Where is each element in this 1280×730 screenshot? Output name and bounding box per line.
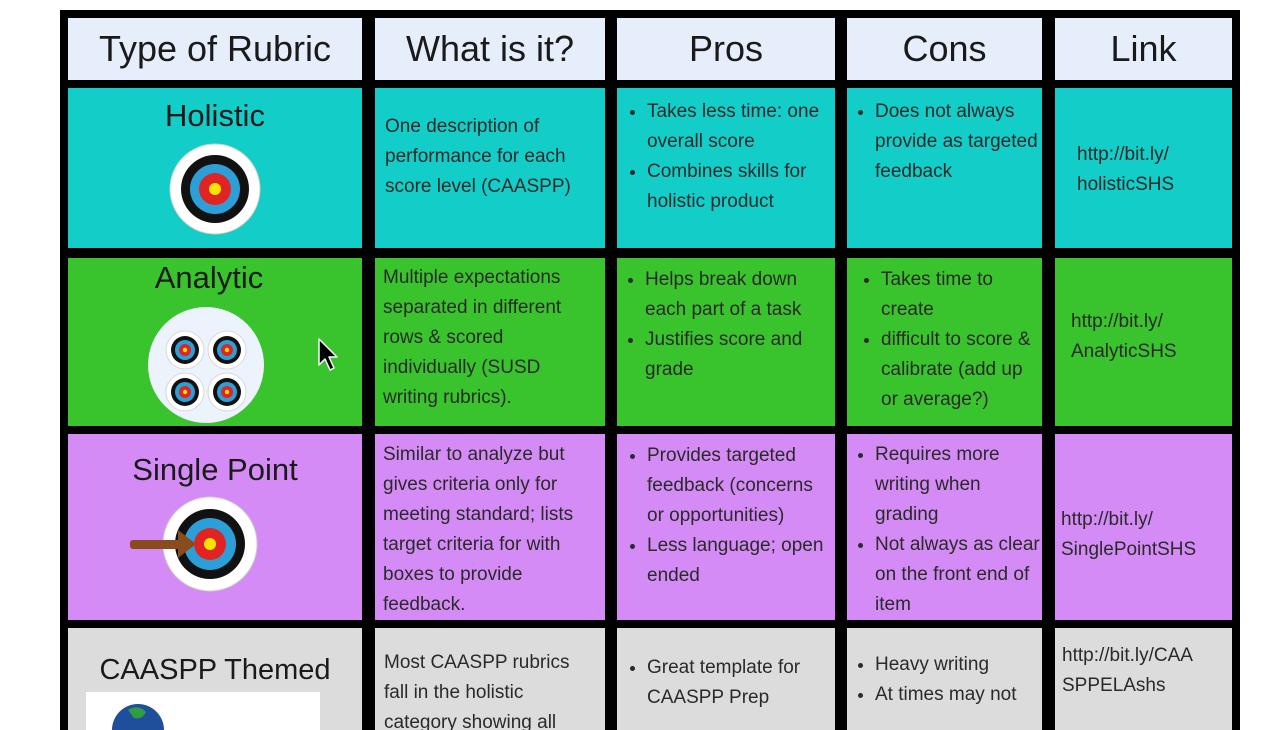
- link-line[interactable]: http://bit.ly/: [1061, 509, 1153, 530]
- caaspp-what-cell: Most CAASPP rubrics fall in the holistic…: [375, 628, 605, 730]
- list-item: difficult to score & calibrate (add up o…: [881, 325, 1038, 415]
- list-item: At times may not: [875, 680, 1040, 710]
- link-line[interactable]: http://bit.ly/CAA: [1062, 645, 1193, 666]
- caaspp-description: Most CAASPP rubrics fall in the holistic…: [384, 652, 570, 730]
- link-line[interactable]: http://bit.ly/: [1071, 311, 1163, 332]
- header-what-is-it: What is it?: [375, 18, 605, 80]
- target-arrow-icon: [130, 496, 258, 592]
- list-item: Justifies score and grade: [645, 325, 831, 385]
- holistic-link-cell[interactable]: http://bit.ly/ holisticSHS: [1055, 88, 1232, 248]
- link-line[interactable]: AnalyticSHS: [1071, 341, 1177, 362]
- header-label: Type of Rubric: [98, 28, 332, 69]
- analytic-type-cell: Analytic: [68, 258, 362, 426]
- list-item: Takes time to create: [881, 265, 1038, 325]
- header-label: Link: [1110, 28, 1177, 69]
- list-item: Heavy writing: [875, 650, 1040, 680]
- holistic-description: One description of performance for each …: [385, 116, 571, 197]
- analytic-link-cell[interactable]: http://bit.ly/ AnalyticSHS: [1055, 258, 1232, 426]
- analytic-pros-cell: Helps break down each part of a task Jus…: [617, 258, 835, 426]
- analytic-description: Multiple expectations separated in diffe…: [383, 267, 562, 408]
- holistic-cons-cell: Does not always provide as targeted feed…: [847, 88, 1042, 248]
- single-point-link-cell[interactable]: http://bit.ly/ SinglePointSHS: [1055, 434, 1232, 620]
- list-item: Does not always provide as targeted feed…: [875, 97, 1038, 187]
- rubric-comparison-table: Type of Rubric What is it? Pros Cons Lin…: [60, 10, 1240, 730]
- list-item: Requires more writing when grading: [875, 440, 1040, 530]
- mouse-pointer-icon: [318, 338, 338, 371]
- header-label: What is it?: [405, 28, 575, 69]
- single-point-what-cell: Similar to analyze but gives criteria on…: [375, 434, 605, 620]
- list-item: Provides targeted feedback (concerns or …: [647, 441, 831, 531]
- single-point-type-cell: Single Point: [68, 434, 362, 620]
- globe-thumbnail-icon: [86, 692, 320, 730]
- link-line[interactable]: SinglePointSHS: [1061, 539, 1197, 560]
- analytic-cons-cell: Takes time to create difficult to score …: [847, 258, 1042, 426]
- single-point-pros-cell: Provides targeted feedback (concerns or …: [617, 434, 835, 620]
- rubric-name: Analytic: [154, 260, 264, 295]
- rubric-name: CAASPP Themed: [99, 654, 331, 686]
- list-item: Less language; open ended: [647, 531, 831, 591]
- holistic-type-cell: Holistic: [68, 88, 362, 248]
- header-pros: Pros: [617, 18, 835, 80]
- caaspp-pros-cell: Great template for CAASPP Prep: [617, 628, 835, 730]
- holistic-pros-cell: Takes less time: one overall score Combi…: [617, 88, 835, 248]
- rubric-name: Single Point: [132, 452, 298, 487]
- header-label: Pros: [688, 28, 764, 69]
- caaspp-type-cell: CAASPP Themed: [68, 628, 362, 730]
- header-cons: Cons: [847, 18, 1042, 80]
- single-target-icon: [169, 143, 261, 235]
- header-type-of-rubric: Type of Rubric: [68, 18, 362, 80]
- single-point-description: Similar to analyze but gives criteria on…: [383, 444, 574, 615]
- list-item: Takes less time: one overall score: [647, 97, 831, 157]
- list-item: Combines skills for holistic product: [647, 157, 831, 217]
- link-line[interactable]: holisticSHS: [1077, 174, 1175, 195]
- four-targets-icon: [148, 307, 264, 423]
- caaspp-cons-cell: Heavy writing At times may not: [847, 628, 1042, 730]
- analytic-what-cell: Multiple expectations separated in diffe…: [375, 258, 605, 426]
- list-item: Not always as clear on the front end of …: [875, 530, 1040, 620]
- single-point-cons-cell: Requires more writing when grading Not a…: [847, 434, 1042, 620]
- rubric-name: Holistic: [165, 98, 265, 133]
- link-line[interactable]: http://bit.ly/: [1077, 144, 1169, 165]
- list-item: Helps break down each part of a task: [645, 265, 831, 325]
- link-line[interactable]: SPPELAshs: [1062, 675, 1166, 696]
- caaspp-link-cell[interactable]: http://bit.ly/CAA SPPELAshs: [1055, 628, 1232, 730]
- list-item: Great template for CAASPP Prep: [647, 653, 831, 713]
- header-label: Cons: [902, 28, 987, 69]
- header-link: Link: [1055, 18, 1232, 80]
- holistic-what-cell: One description of performance for each …: [375, 88, 605, 248]
